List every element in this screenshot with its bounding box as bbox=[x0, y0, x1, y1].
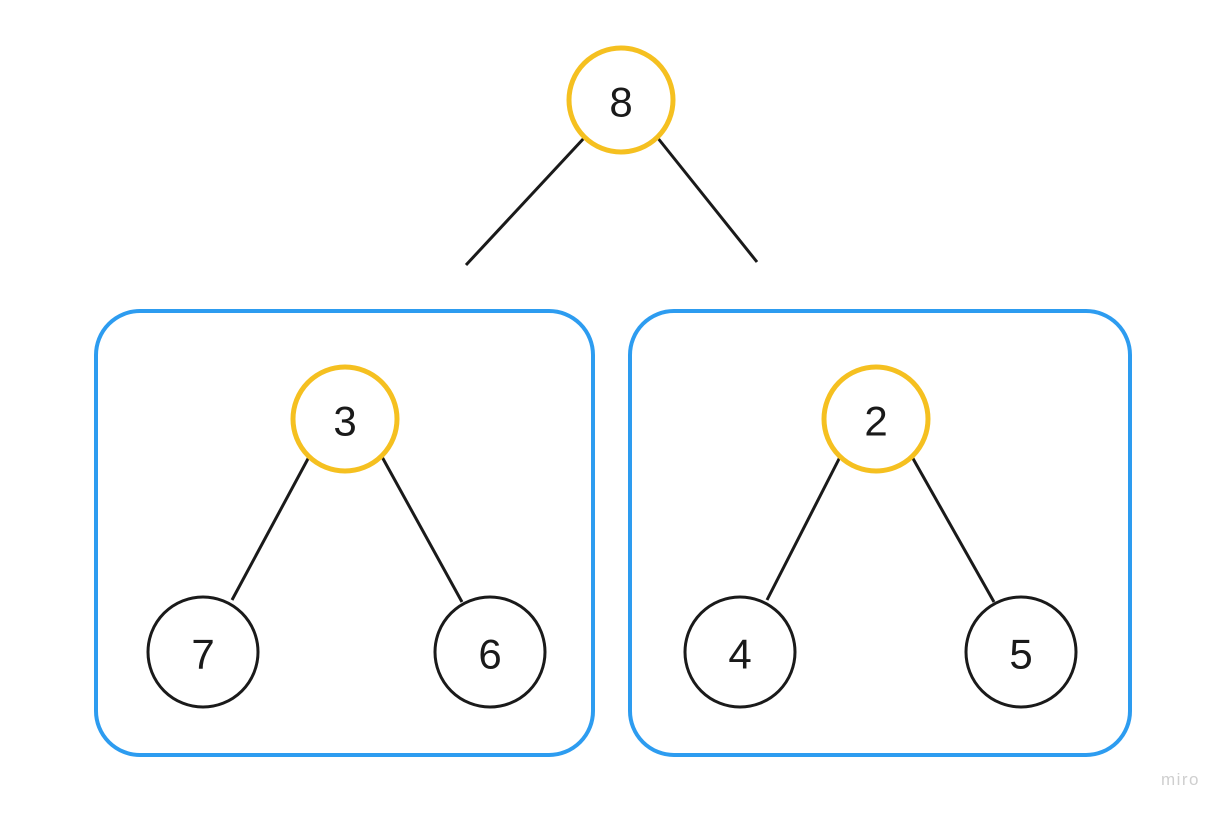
right-subtree-group[interactable] bbox=[628, 309, 1132, 757]
edge-root-right bbox=[655, 136, 759, 263]
node-root[interactable]: 8 bbox=[566, 45, 676, 155]
edge-right-parent-to-5 bbox=[909, 454, 996, 603]
node-circle bbox=[566, 45, 676, 155]
edge-right-parent-to-4 bbox=[765, 454, 843, 601]
edges bbox=[230, 135, 996, 603]
node-label: 2 bbox=[864, 398, 887, 445]
node-label: 4 bbox=[728, 631, 751, 678]
edge-left-parent-to-7 bbox=[230, 454, 312, 601]
node-left-child-a[interactable]: 7 bbox=[146, 595, 260, 709]
node-label: 3 bbox=[333, 398, 356, 445]
group-boxes bbox=[94, 309, 1132, 757]
node-circle bbox=[821, 364, 931, 474]
miro-watermark: miro bbox=[1160, 770, 1200, 789]
node-label: 8 bbox=[609, 79, 632, 126]
node-circle bbox=[146, 595, 260, 709]
edge-left-parent-to-6 bbox=[379, 454, 464, 603]
node-circle bbox=[964, 595, 1078, 709]
left-subtree-group[interactable] bbox=[94, 309, 595, 757]
node-circle bbox=[290, 364, 400, 474]
node-label: 7 bbox=[191, 631, 214, 678]
node-left-child-b[interactable]: 6 bbox=[433, 595, 547, 709]
nodes: 8 3 2 7 6 4 5 bbox=[146, 45, 1078, 709]
edge-root-left bbox=[464, 135, 587, 267]
node-label: 6 bbox=[478, 631, 501, 678]
node-right-child-b[interactable]: 5 bbox=[964, 595, 1078, 709]
node-left-parent[interactable]: 3 bbox=[290, 364, 400, 474]
node-label: 5 bbox=[1009, 631, 1032, 678]
node-right-child-a[interactable]: 4 bbox=[683, 595, 797, 709]
node-circle bbox=[683, 595, 797, 709]
node-right-parent[interactable]: 2 bbox=[821, 364, 931, 474]
node-circle bbox=[433, 595, 547, 709]
